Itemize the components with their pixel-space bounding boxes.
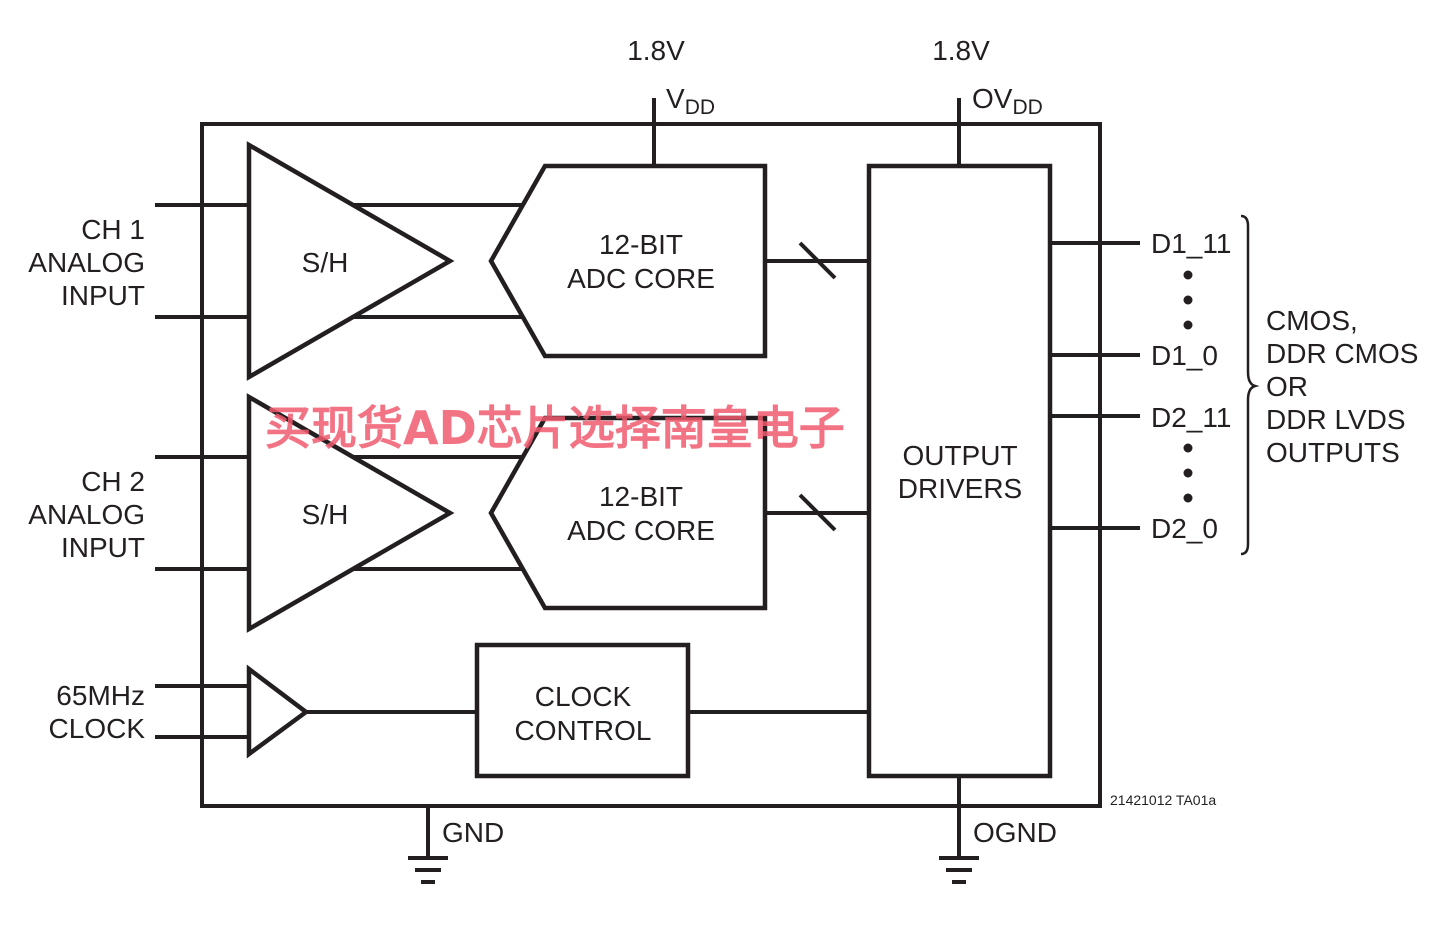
ovdd-voltage-label: 1.8V bbox=[932, 35, 990, 66]
d1-ellipsis-dot bbox=[1183, 320, 1193, 330]
adc1-bus-slash bbox=[798, 241, 837, 280]
d1-ellipsis-dot bbox=[1183, 295, 1193, 305]
d2-11-label: D2_11 bbox=[1151, 402, 1231, 433]
ch1-label-line3: INPUT bbox=[61, 280, 145, 311]
d2-0-label: D2_0 bbox=[1151, 513, 1218, 544]
output-desc-line4: DDR LVDS bbox=[1266, 404, 1406, 435]
d1-11-label: D1_11 bbox=[1151, 228, 1231, 259]
outputs-brace bbox=[1240, 214, 1260, 556]
vdd-label: VDD bbox=[666, 83, 715, 119]
clock-label-line2: CLOCK bbox=[49, 713, 146, 744]
output-drivers-label-line2: DRIVERS bbox=[898, 473, 1022, 504]
watermark-text: 买现货AD芯片选择南皇电子 bbox=[265, 401, 845, 455]
clock-control-label-line1: CLOCK bbox=[535, 681, 632, 712]
adc1-core bbox=[488, 163, 768, 359]
chip-outline bbox=[200, 122, 1102, 808]
vdd-voltage-label: 1.8V bbox=[627, 35, 685, 66]
ch1-label-line2: ANALOG bbox=[28, 247, 145, 278]
adc2-core bbox=[488, 415, 768, 611]
clock-control-block bbox=[474, 642, 691, 779]
ch2-label-line2: ANALOG bbox=[28, 499, 145, 530]
output-desc-line1: CMOS, bbox=[1266, 305, 1358, 336]
d2-ellipsis-dot bbox=[1183, 443, 1193, 453]
d2-ellipsis-dot bbox=[1183, 468, 1193, 478]
output-drivers-block bbox=[866, 163, 1053, 779]
output-desc-line3: OR bbox=[1266, 371, 1308, 402]
output-desc-line2: DDR CMOS bbox=[1266, 338, 1418, 369]
clock-buffer bbox=[246, 664, 310, 759]
ch2-label-line1: CH 2 bbox=[81, 466, 145, 497]
d2-ellipsis-dot bbox=[1183, 493, 1193, 503]
sh2-label: S/H bbox=[302, 499, 349, 530]
d1-0-label: D1_0 bbox=[1151, 340, 1218, 371]
sh1-label: S/H bbox=[302, 247, 349, 278]
adc1-label-line1: 12-BIT bbox=[599, 229, 683, 260]
adc2-bus-slash bbox=[798, 493, 837, 532]
clock-label-line1: 65MHz bbox=[56, 680, 145, 711]
sh1-amplifier bbox=[246, 141, 455, 381]
gnd-label: GND bbox=[442, 817, 504, 848]
adc2-label-line2: ADC CORE bbox=[567, 515, 715, 546]
d1-ellipsis-dot bbox=[1183, 270, 1193, 280]
ovdd-label: OVDD bbox=[972, 83, 1043, 119]
output-desc-line5: OUTPUTS bbox=[1266, 437, 1400, 468]
sh2-amplifier bbox=[246, 393, 455, 633]
ognd-label: OGND bbox=[973, 817, 1057, 848]
clock-control-label-line2: CONTROL bbox=[515, 715, 652, 746]
output-drivers-label-line1: OUTPUT bbox=[902, 440, 1017, 471]
adc2-label-line1: 12-BIT bbox=[599, 481, 683, 512]
ch2-label-line3: INPUT bbox=[61, 532, 145, 563]
adc1-label-line2: ADC CORE bbox=[567, 263, 715, 294]
figure-id: 21421012 TA01a bbox=[1110, 792, 1216, 808]
ch1-label-line1: CH 1 bbox=[81, 214, 145, 245]
